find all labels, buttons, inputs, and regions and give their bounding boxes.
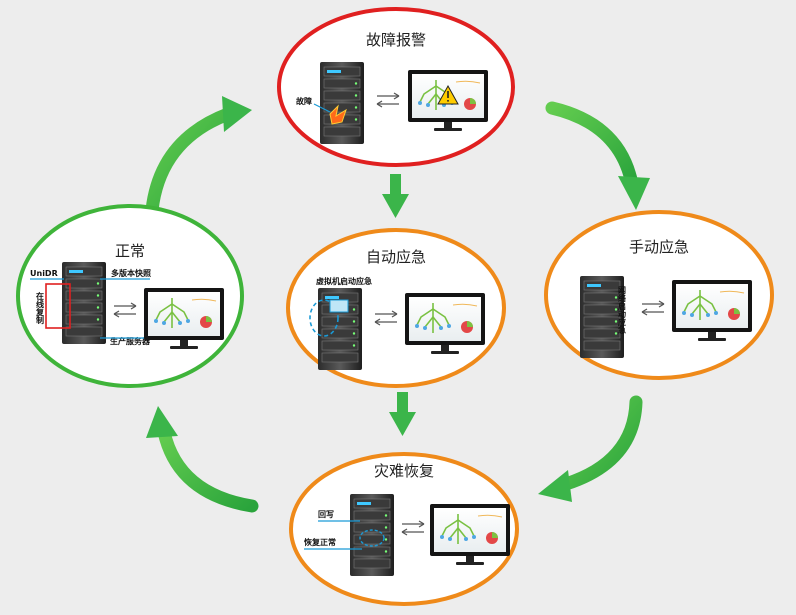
server-rack-icon — [61, 261, 107, 345]
server-rack-icon — [319, 61, 365, 145]
flow-arrow-icon — [146, 406, 259, 513]
flow-arrow-icon — [145, 96, 252, 217]
fault-server-label: 故障 — [296, 96, 312, 106]
state-auto-emergency: 自动应急 虚拟机启动应急 — [286, 228, 506, 388]
monitor-icon — [404, 292, 486, 355]
monitor-icon — [143, 287, 225, 350]
state-disaster-recovery: 灾难恢复 回写 恢复正常 — [289, 452, 519, 606]
monitor-icon — [671, 279, 753, 342]
state-manual-emergency: 手动应急 网络启动应急 — [544, 210, 774, 380]
fault-title: 故障报警 — [366, 31, 426, 49]
restored-label: 恢复正常 — [304, 537, 336, 547]
recovery-title: 灾难恢复 — [374, 462, 434, 480]
network-emergency-label: 网络启动应急 — [618, 286, 627, 335]
writeback-label: 回写 — [318, 510, 334, 519]
flow-arrow-icon — [382, 174, 409, 218]
manual-title: 手动应急 — [629, 238, 689, 256]
normal-title: 正常 — [115, 242, 145, 260]
prod-server-label: 生产服务器 — [110, 336, 151, 346]
auto-title: 自动应急 — [366, 248, 426, 266]
server-rack-icon — [349, 493, 395, 577]
warning-icon — [437, 84, 459, 105]
state-fault-alarm: 故障报警 故障 — [277, 7, 515, 167]
flow-arrow-icon — [545, 101, 650, 210]
monitor-icon — [429, 503, 511, 566]
snapshot-label: 多版本快照 — [111, 268, 151, 278]
flow-arrow-icon — [538, 395, 643, 502]
sync-label: 在线复制 — [35, 291, 45, 325]
unidr-label: UniDR — [30, 269, 58, 278]
flow-arrow-icon — [389, 392, 416, 436]
vm-emergency-label: 虚拟机启动应急 — [316, 276, 372, 286]
state-normal: 正常 UniDR 多版本快照 在线复制 生产服务器 — [16, 204, 244, 388]
